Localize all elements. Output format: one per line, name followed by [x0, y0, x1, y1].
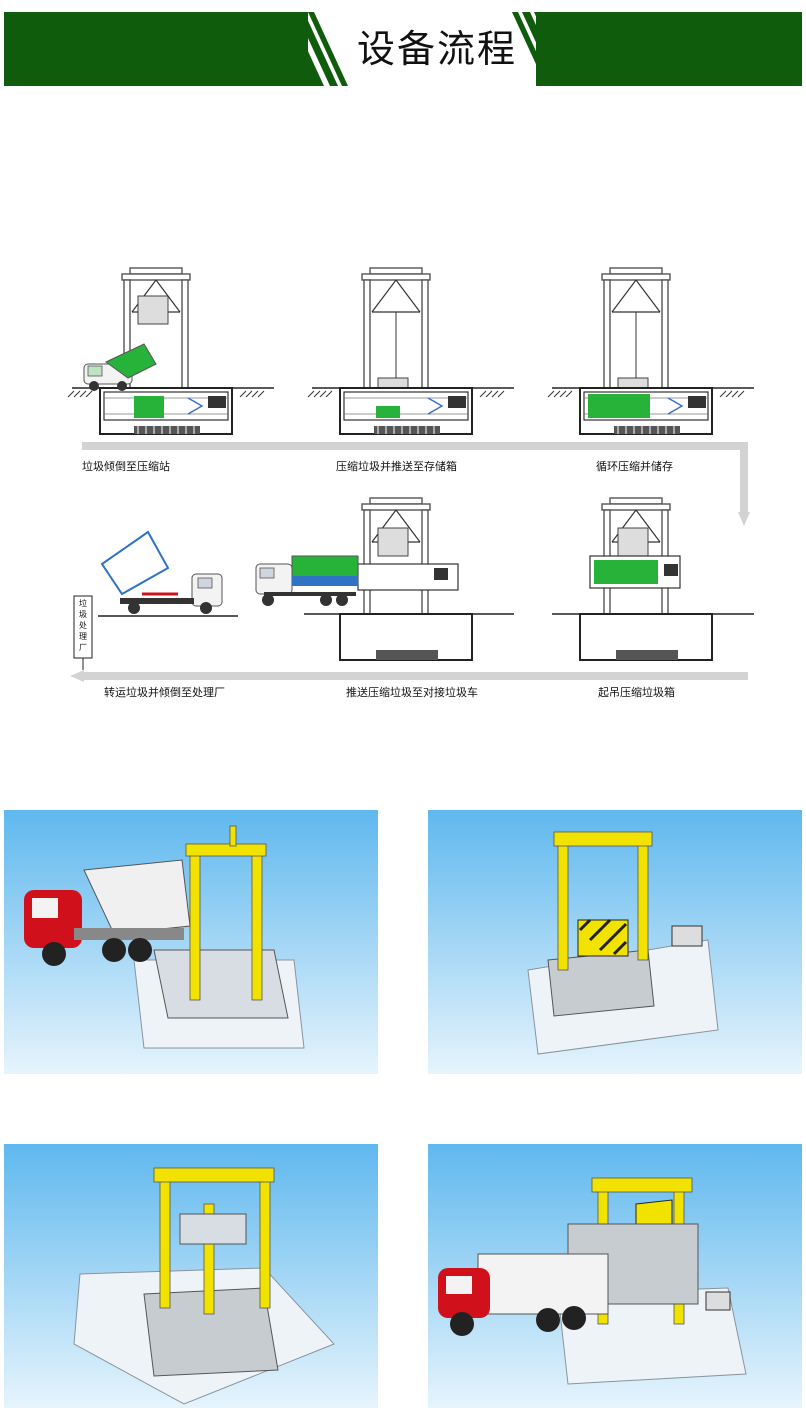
compactor-lifting-icon — [4, 1144, 378, 1408]
process-diagram: 垃圾倾倒至压缩站 压缩垃圾并推送至存储箱 循环压缩并储存 起吊压缩垃圾箱 推送压… — [58, 262, 768, 702]
side-label: 垃圾处理厂 — [79, 599, 87, 652]
step6-graphic — [98, 530, 238, 617]
render-photo-4 — [428, 1144, 802, 1408]
truck-dumping-icon — [4, 810, 378, 1074]
title-box — [308, 12, 536, 86]
step4-graphic — [552, 497, 754, 661]
render-photo-1 — [4, 810, 378, 1074]
header-banner: 设备流程 — [4, 12, 802, 86]
flow-arrow-row1 — [82, 442, 748, 516]
compactor-frame-icon — [428, 810, 802, 1074]
step-caption-6: 转运垃圾并倾倒至处理厂 — [104, 686, 225, 699]
left-slash-decoration — [274, 12, 348, 86]
step2-graphic — [307, 267, 515, 435]
right-slash-decoration — [512, 12, 572, 86]
step5-graphic — [255, 497, 514, 661]
step3-graphic — [547, 267, 755, 435]
step-caption-2: 压缩垃圾并推送至存储箱 — [336, 460, 457, 473]
step-caption-4: 起吊压缩垃圾箱 — [598, 686, 675, 699]
step-caption-5: 推送压缩垃圾至对接垃圾车 — [346, 686, 478, 699]
step-caption-3: 循环压缩并储存 — [596, 460, 673, 473]
render-photo-2 — [428, 810, 802, 1074]
page-title: 设备流程 — [356, 27, 517, 71]
step-caption-1: 垃圾倾倒至压缩站 — [82, 460, 170, 473]
process-flow-drawing — [67, 267, 755, 682]
step1-graphic — [67, 267, 275, 435]
render-photo-3 — [4, 1144, 378, 1408]
truck-docking-icon — [428, 1144, 802, 1408]
